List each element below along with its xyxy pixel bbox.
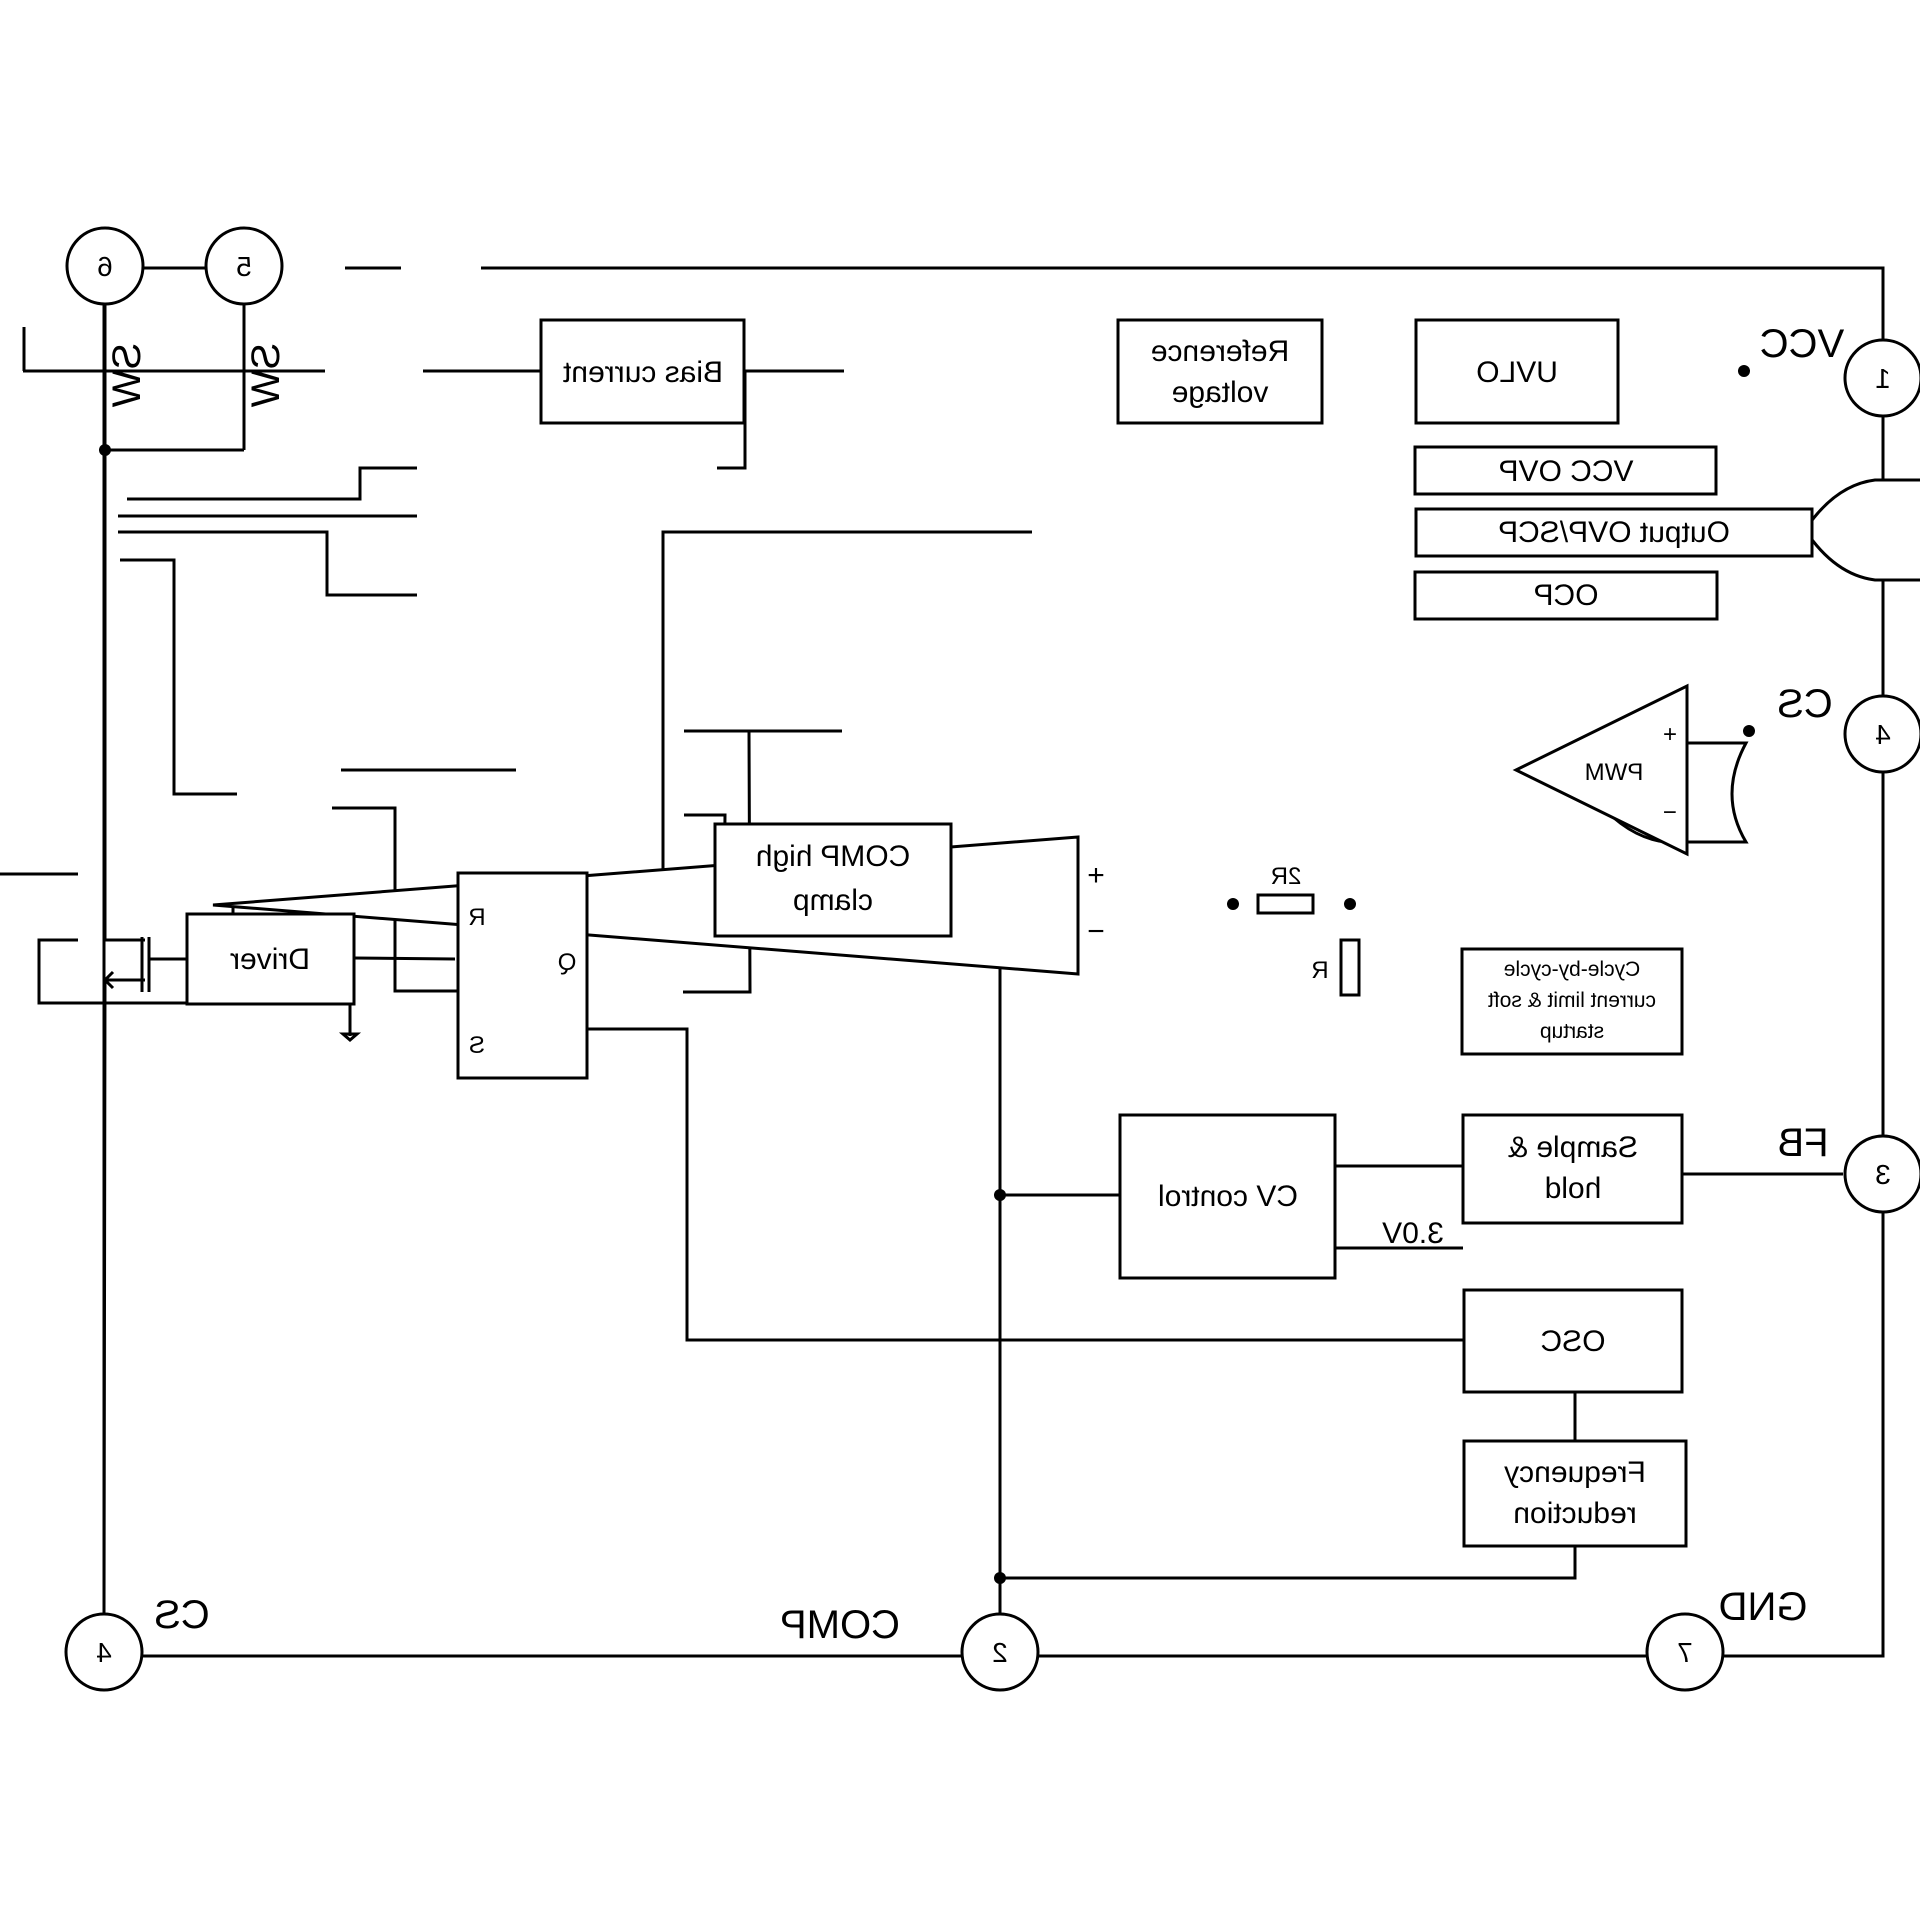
reference-voltage-block bbox=[1116, 318, 1324, 425]
pin-1-name: VCC bbox=[1760, 322, 1844, 366]
cycle-label-2: current limit & soft bbox=[1488, 989, 1656, 1012]
frequency-label-2: reduction bbox=[1513, 1497, 1636, 1530]
pwm-plus-label: + bbox=[1663, 721, 1677, 748]
latch-r-label: R bbox=[468, 904, 485, 931]
pin-6-number: 6 bbox=[97, 251, 113, 282]
uvlo-block bbox=[1414, 318, 1620, 425]
driver-block bbox=[185, 912, 356, 1006]
cv-control-block bbox=[1118, 1113, 1337, 1280]
pin-6-name: SW bbox=[105, 343, 149, 408]
pin-3-name: FB bbox=[1777, 1121, 1828, 1165]
sample-hold-block bbox=[1461, 1113, 1684, 1225]
voltage-label: 3.0V bbox=[1382, 1217, 1444, 1250]
bias-current-label: Bias current bbox=[562, 356, 723, 389]
pin-7-name: GND bbox=[1719, 1585, 1808, 1629]
pin-4-bottom-name: CS bbox=[154, 1593, 210, 1637]
pin-5-number: 5 bbox=[236, 251, 252, 282]
comp-high-clamp-block bbox=[713, 822, 953, 938]
pin-4-bottom-number: 4 bbox=[96, 1637, 112, 1668]
reference-label-1: Reference bbox=[1151, 335, 1289, 368]
driver-label: Driver bbox=[230, 943, 310, 976]
uvlo-label: UVLO bbox=[1476, 356, 1558, 389]
frequency-reduction-block bbox=[1462, 1439, 1688, 1548]
frequency-label-1: Frequency bbox=[1504, 1456, 1646, 1489]
opamp-minus-label: − bbox=[1087, 915, 1105, 948]
sample-label-2: hold bbox=[1545, 1172, 1602, 1205]
output-ovp-scp-block bbox=[1414, 507, 1814, 558]
pwm-comparator bbox=[1512, 683, 1689, 857]
sr-latch-block bbox=[456, 871, 589, 1080]
pwm-label: PWM bbox=[1585, 759, 1644, 786]
pin-4-right-name: CS bbox=[1777, 682, 1833, 726]
latch-s-label: S bbox=[469, 1032, 485, 1059]
comp-clamp-label-2: clamp bbox=[793, 884, 873, 917]
sample-label-1: Sample & bbox=[1508, 1131, 1638, 1164]
pin-3-number: 3 bbox=[1875, 1159, 1891, 1190]
resistor-2r bbox=[1256, 893, 1315, 915]
comp-clamp-label-1: COMP high bbox=[756, 840, 911, 873]
cv-control-label: CV control bbox=[1158, 1180, 1298, 1213]
pin-circles bbox=[64, 226, 1920, 1692]
vcc-ovp-label: VCC OVP bbox=[1498, 455, 1633, 488]
resistor-2r-label: 2R bbox=[1271, 863, 1302, 890]
opamp-plus-label: + bbox=[1087, 859, 1105, 892]
pwm-minus-label: − bbox=[1663, 799, 1677, 826]
pin-5-name: SW bbox=[244, 343, 288, 408]
pin-1-number: 1 bbox=[1875, 363, 1891, 394]
osc-label: OSC bbox=[1540, 1325, 1605, 1358]
ocp-label: OCP bbox=[1533, 579, 1598, 612]
cycle-label-1: Cycle-by-cycle bbox=[1504, 958, 1641, 981]
cycle-by-cycle-block bbox=[1460, 947, 1684, 1056]
mosfet-arrow bbox=[102, 970, 127, 990]
resistor-r bbox=[1339, 938, 1361, 997]
pin-2-name: COMP bbox=[780, 1603, 900, 1647]
pin-4-right-number: 4 bbox=[1875, 719, 1891, 750]
or-gate-protection bbox=[1803, 478, 1920, 582]
reference-label-2: voltage bbox=[1172, 376, 1269, 409]
cycle-label-3: startup bbox=[1540, 1020, 1604, 1043]
pin-2-number: 2 bbox=[992, 1637, 1008, 1668]
bias-current-block bbox=[539, 318, 746, 425]
ocp-block bbox=[1413, 570, 1719, 621]
vcc-ovp-block bbox=[1413, 445, 1718, 496]
osc-block bbox=[1462, 1288, 1684, 1394]
pin-7-number: 7 bbox=[1677, 1637, 1693, 1668]
output-ovp-label: Output OVP/SCP bbox=[1498, 516, 1730, 549]
latch-q-label: Q bbox=[558, 949, 577, 976]
resistor-r-label: R bbox=[1311, 957, 1328, 984]
